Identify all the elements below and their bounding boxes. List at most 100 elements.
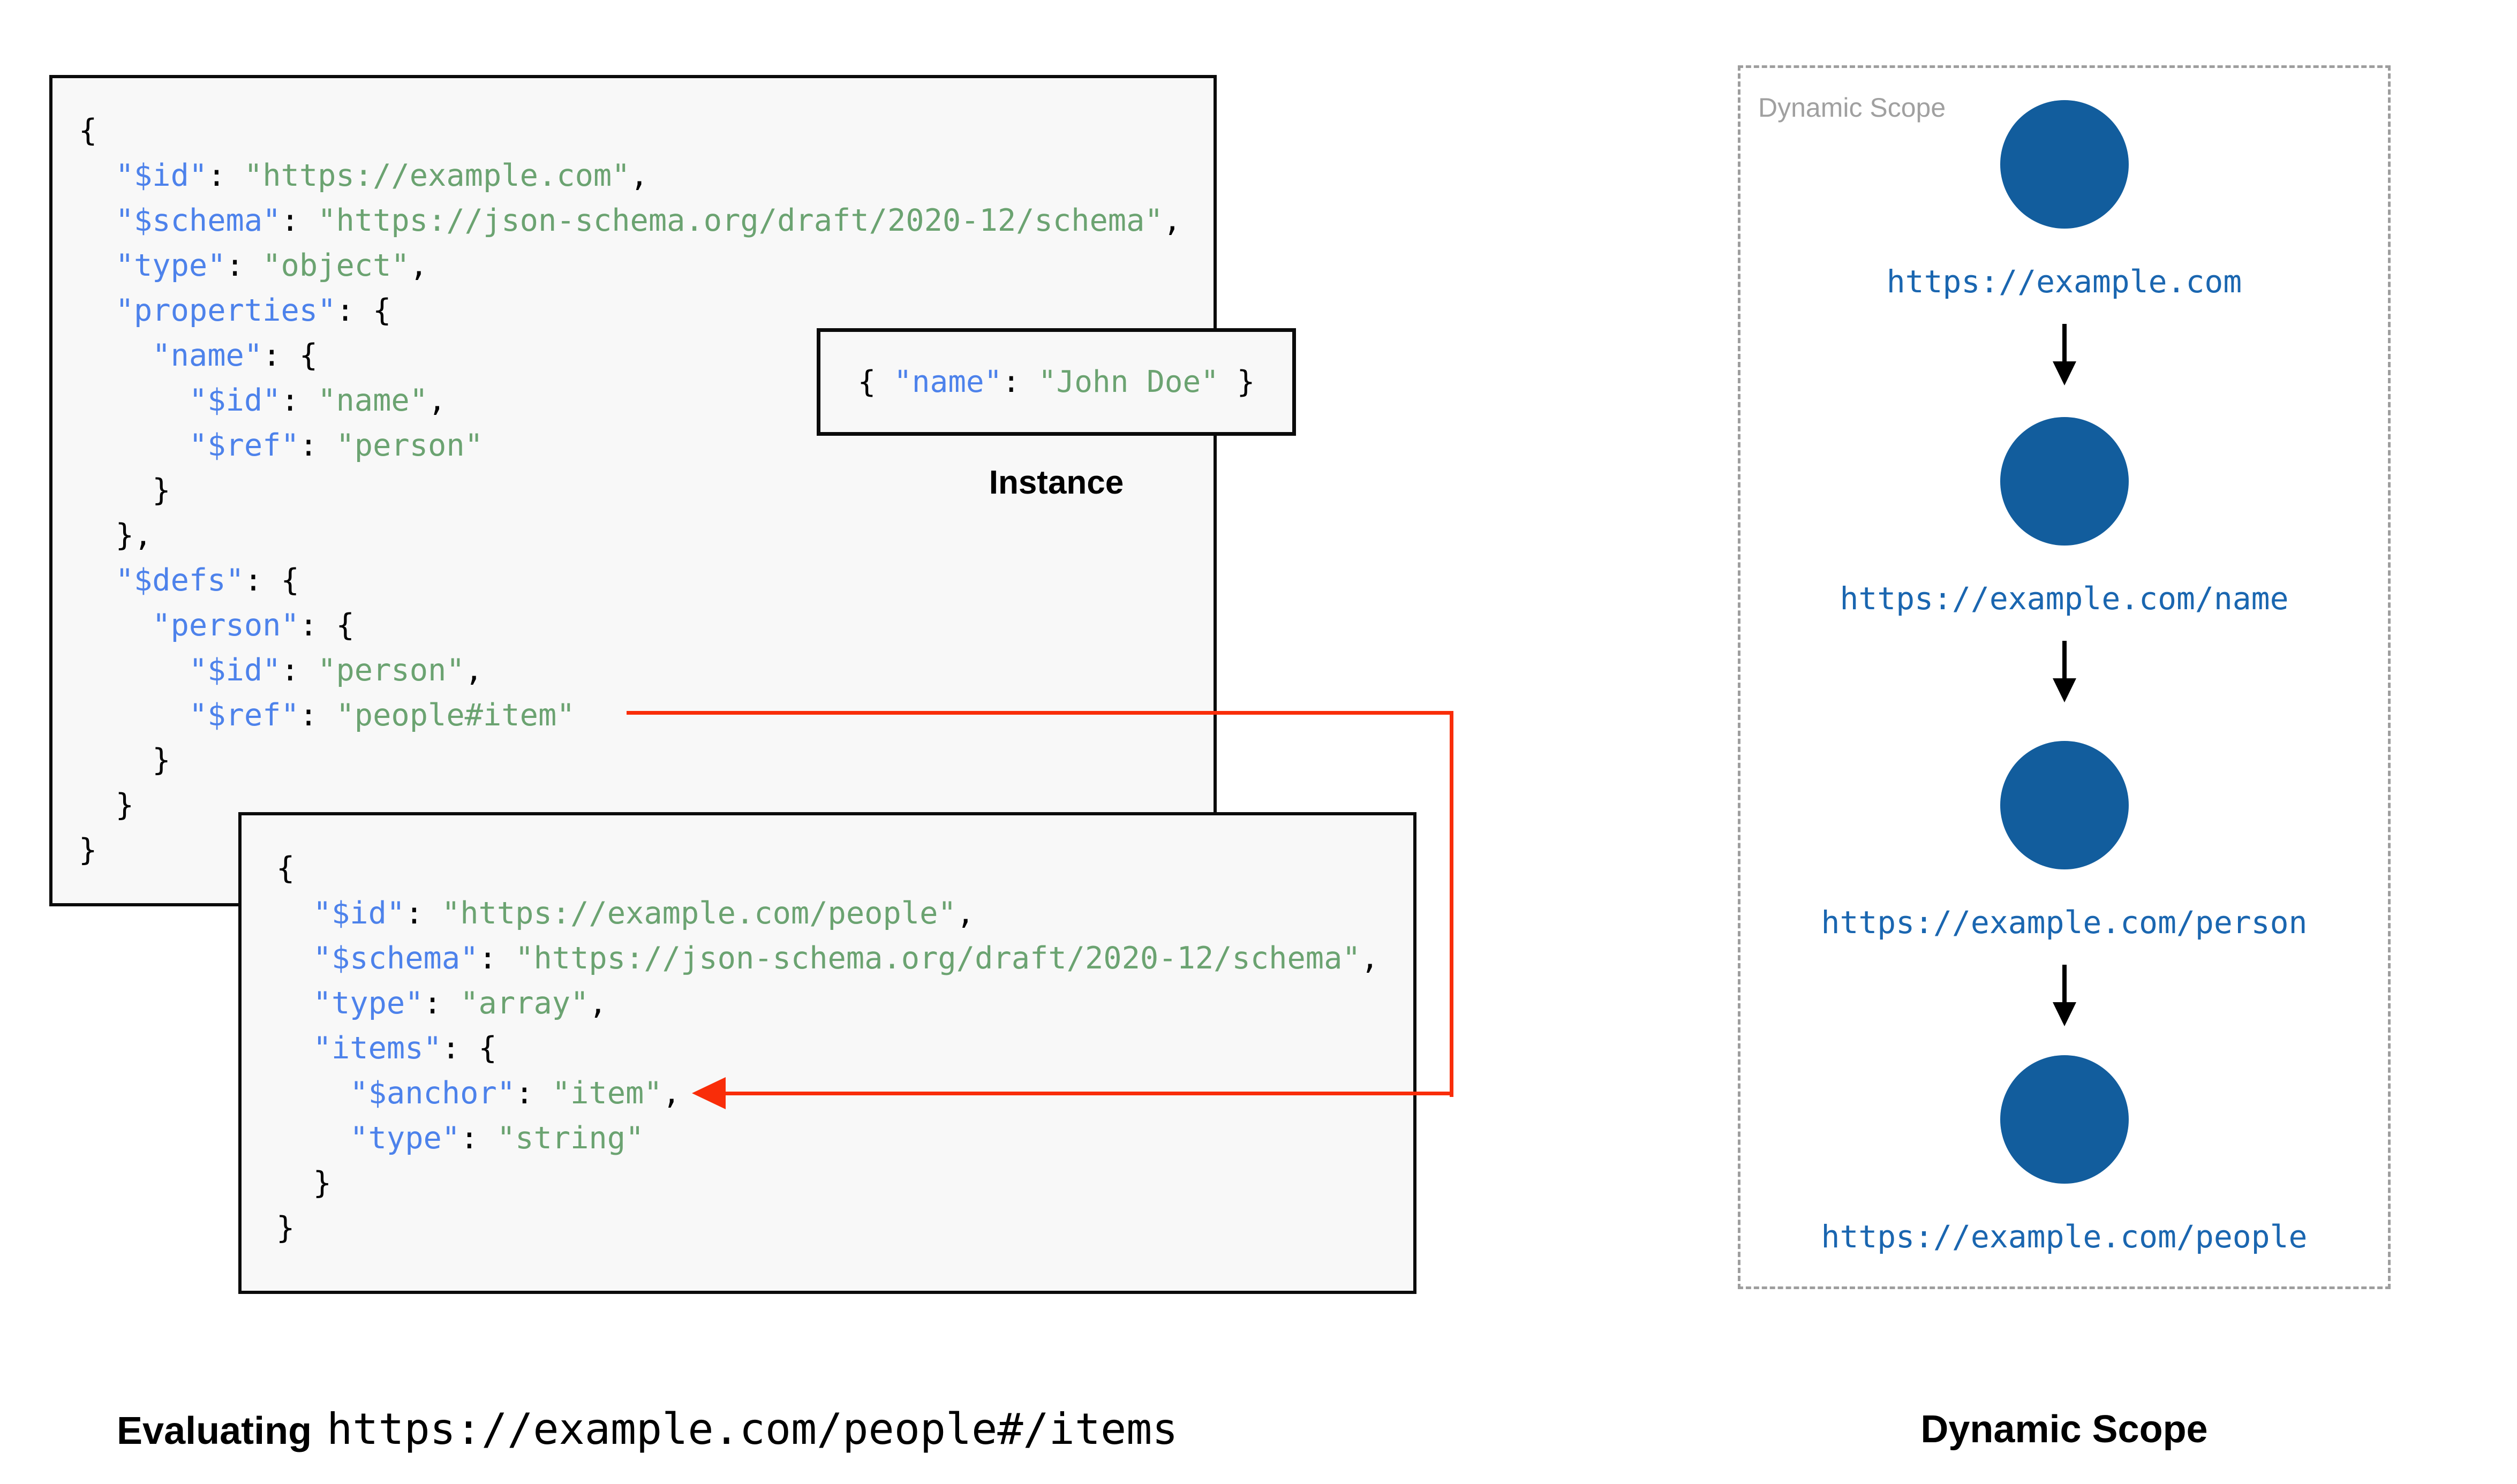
code-line: "$id": "https://example.com", bbox=[79, 153, 1214, 198]
json-token-str: "https://json-schema.org/draft/2020-12/s… bbox=[515, 941, 1361, 976]
json-token-pun: : bbox=[515, 1076, 552, 1111]
dynamic-scope-watermark: Dynamic Scope bbox=[1758, 93, 1946, 123]
json-token-str: "item" bbox=[552, 1076, 662, 1111]
json-token-pun bbox=[276, 1031, 313, 1066]
json-token-pun bbox=[79, 608, 152, 643]
json-token-pun bbox=[276, 1076, 350, 1111]
code-line: { bbox=[79, 108, 1214, 153]
json-token-pun bbox=[79, 338, 152, 373]
scope-node-circle bbox=[2000, 417, 2129, 546]
json-token-pun bbox=[79, 248, 116, 283]
down-arrow-icon bbox=[2053, 641, 2076, 702]
instance-code: { "name": "John Doe" } bbox=[820, 332, 1292, 432]
json-token-pun: , bbox=[630, 158, 649, 193]
json-token-pun: } bbox=[79, 788, 134, 823]
ref-arrow-segment-vertical bbox=[1450, 711, 1453, 1097]
json-token-pun bbox=[79, 383, 189, 418]
ref-arrow-segment-bottom bbox=[725, 1092, 1450, 1095]
code-line: "items": { bbox=[276, 1026, 1413, 1071]
json-token-key: "properties" bbox=[115, 293, 336, 328]
json-token-pun: : { bbox=[336, 293, 391, 328]
code-line: { bbox=[276, 846, 1413, 891]
code-line: } bbox=[79, 828, 1214, 873]
code-line: } bbox=[276, 1161, 1413, 1206]
code-line: "type": "array", bbox=[276, 981, 1413, 1026]
json-token-pun bbox=[276, 941, 313, 976]
code-line: "$schema": "https://json-schema.org/draf… bbox=[79, 198, 1214, 243]
code-line: "$id": "https://example.com/people", bbox=[276, 891, 1413, 936]
ref-arrowhead-icon bbox=[692, 1077, 726, 1109]
json-token-str: "array" bbox=[460, 986, 589, 1021]
json-token-pun bbox=[276, 896, 313, 931]
code-line: "$ref": "people#item" bbox=[79, 693, 1214, 738]
json-token-pun: : bbox=[281, 383, 318, 418]
root-schema-code: { "$id": "https://example.com", "$schema… bbox=[52, 78, 1214, 873]
scope-node-url: https://example.com/person bbox=[1821, 904, 2308, 941]
down-arrow-icon bbox=[2053, 324, 2076, 385]
code-line: } bbox=[79, 738, 1214, 783]
json-token-pun: { bbox=[276, 851, 295, 886]
json-token-key: "$defs" bbox=[115, 563, 244, 598]
code-line: "$defs": { bbox=[79, 558, 1214, 603]
json-token-pun: } bbox=[79, 743, 171, 778]
json-token-str: "https://json-schema.org/draft/2020-12/s… bbox=[318, 203, 1163, 238]
json-token-pun bbox=[276, 1120, 350, 1156]
json-token-pun bbox=[79, 698, 189, 733]
json-token-key: "$anchor" bbox=[350, 1076, 516, 1111]
code-line: }, bbox=[79, 513, 1214, 558]
json-token-pun: : bbox=[423, 986, 461, 1021]
code-line: } bbox=[79, 468, 1214, 513]
code-line: "properties": { bbox=[79, 288, 1214, 333]
scope-node-circle bbox=[2000, 741, 2129, 869]
json-token-pun: : bbox=[478, 941, 516, 976]
json-token-key: "$schema" bbox=[115, 203, 281, 238]
dynamic-scope-caption: Dynamic Scope bbox=[1920, 1408, 2208, 1451]
json-token-str: "person" bbox=[336, 428, 483, 463]
json-token-key: "$id" bbox=[313, 896, 405, 931]
json-token-pun bbox=[79, 428, 189, 463]
root-schema-box: { "$id": "https://example.com", "$schema… bbox=[49, 75, 1217, 906]
code-line: "type": "object", bbox=[79, 243, 1214, 288]
json-token-pun: , bbox=[428, 383, 447, 418]
json-token-str: "https://example.com/people" bbox=[441, 896, 956, 931]
json-token-pun: : { bbox=[262, 338, 318, 373]
json-token-pun: : bbox=[225, 248, 263, 283]
json-token-pun: : { bbox=[244, 563, 299, 598]
json-token-pun bbox=[79, 653, 189, 688]
json-token-pun: : bbox=[207, 158, 244, 193]
scope-node: https://example.com/name bbox=[1740, 417, 2388, 702]
code-line: "type": "string" bbox=[276, 1116, 1413, 1161]
scope-node-url: https://example.com/name bbox=[1840, 580, 2289, 617]
json-token-pun: : bbox=[281, 203, 318, 238]
code-line: { "name": "John Doe" } bbox=[820, 332, 1292, 432]
json-token-pun: : bbox=[299, 698, 336, 733]
json-token-str: "https://example.com" bbox=[244, 158, 630, 193]
json-token-pun: } bbox=[79, 832, 97, 868]
json-token-key: "$ref" bbox=[189, 698, 299, 733]
code-line: "$schema": "https://json-schema.org/draf… bbox=[276, 936, 1413, 981]
code-line: "$ref": "person" bbox=[79, 423, 1214, 468]
json-token-key: "items" bbox=[313, 1031, 442, 1066]
json-token-pun bbox=[79, 158, 116, 193]
json-token-pun bbox=[276, 986, 313, 1021]
json-token-key: "$id" bbox=[189, 383, 281, 418]
json-token-str: "people#item" bbox=[336, 698, 575, 733]
code-line: "$id": "person", bbox=[79, 648, 1214, 693]
json-token-pun: } bbox=[79, 473, 171, 508]
code-line: } bbox=[276, 1206, 1413, 1251]
json-token-pun: : bbox=[405, 896, 442, 931]
scope-node-url: https://example.com/people bbox=[1821, 1218, 2308, 1255]
json-token-pun: , bbox=[409, 248, 428, 283]
instance-label: Instance bbox=[989, 464, 1124, 501]
scope-node-url: https://example.com bbox=[1886, 263, 2242, 300]
json-token-key: "person" bbox=[152, 608, 299, 643]
json-token-key: "type" bbox=[313, 986, 424, 1021]
json-token-str: "John Doe" bbox=[1038, 365, 1219, 399]
scope-node: https://example.com/person bbox=[1740, 741, 2388, 1026]
json-token-pun bbox=[79, 293, 116, 328]
json-token-key: "$id" bbox=[189, 653, 281, 688]
scope-node: https://example.com/people bbox=[1740, 1055, 2388, 1254]
json-token-pun: : bbox=[281, 653, 318, 688]
json-token-pun: : { bbox=[299, 608, 355, 643]
